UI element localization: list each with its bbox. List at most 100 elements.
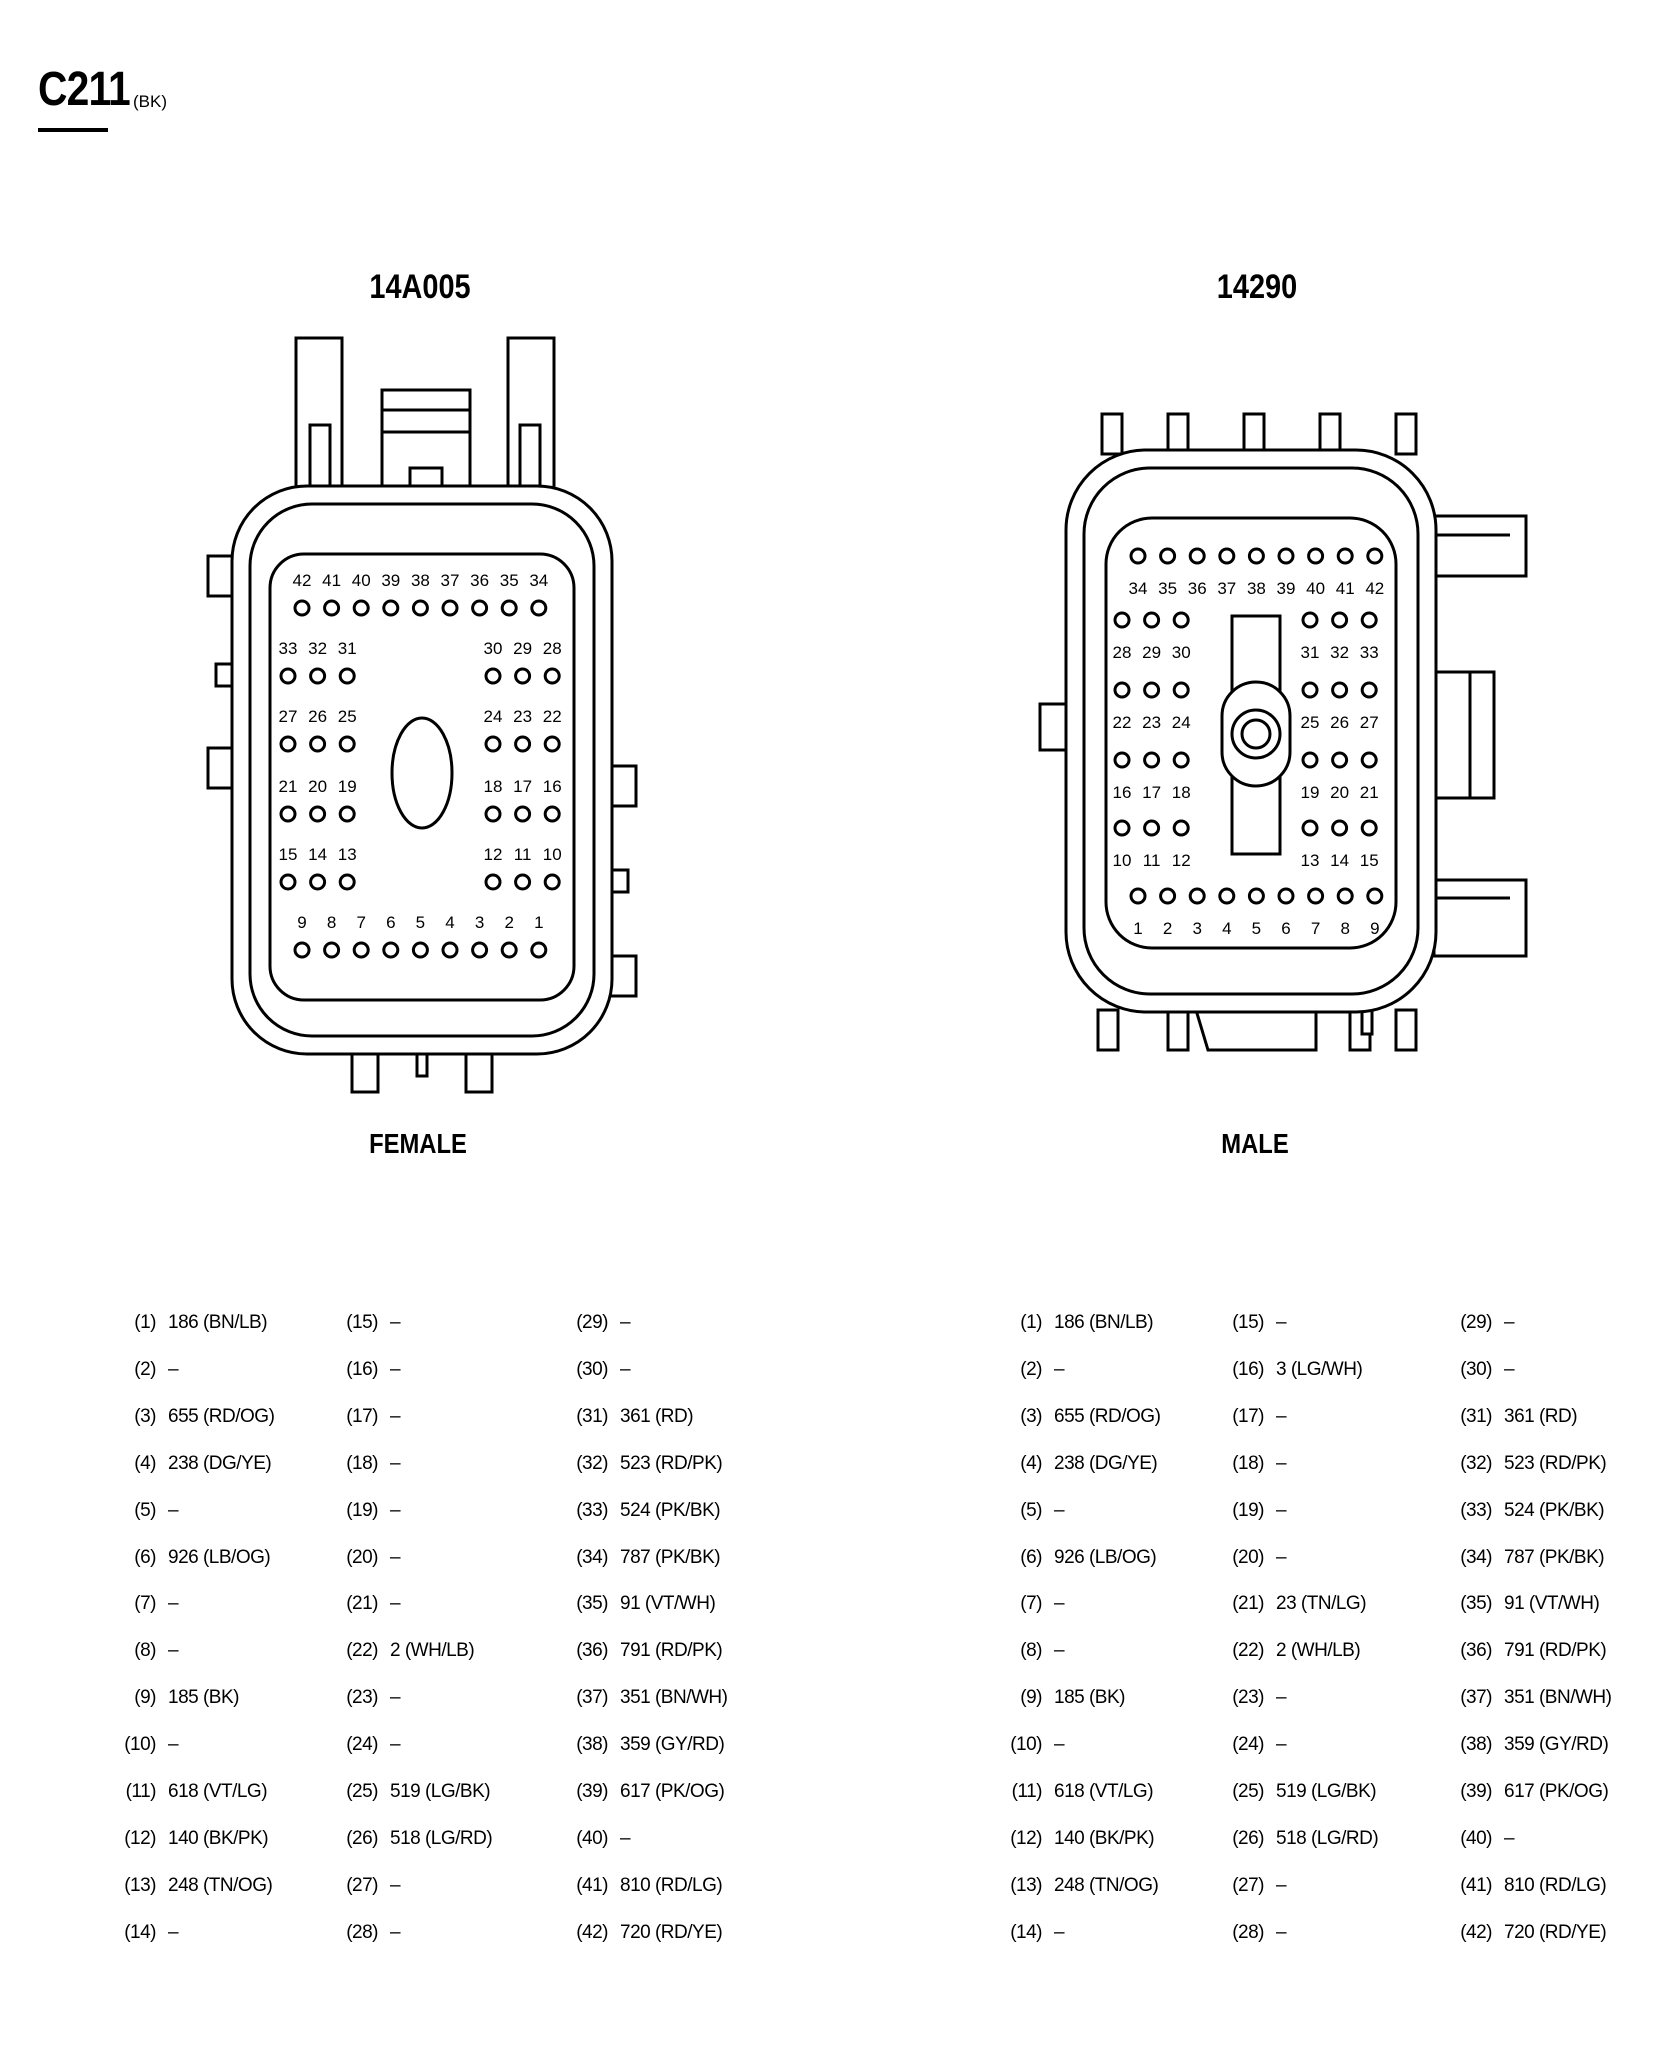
wire-circuit: 523 (RD/PK) bbox=[1504, 1452, 1607, 1474]
wire-circuit: 787 (PK/BK) bbox=[1504, 1546, 1605, 1568]
male-pin-cavity bbox=[1307, 887, 1325, 905]
female-pin-cavity bbox=[382, 599, 400, 617]
pin-number: (12) bbox=[1010, 1827, 1042, 1849]
male-pin-cavity bbox=[1301, 751, 1319, 769]
female-pinout-row: (40)– bbox=[574, 1828, 630, 1850]
wire-circuit: 618 (VT/LG) bbox=[168, 1781, 268, 1802]
wire-circuit: 140 (BK/PK) bbox=[168, 1827, 269, 1849]
pin-number: (23) bbox=[1232, 1687, 1264, 1709]
male-pin-cavity bbox=[1143, 611, 1161, 629]
female-pin-cavity bbox=[484, 735, 502, 753]
pin-number: (36) bbox=[576, 1640, 608, 1662]
male-pinout-row: (40)– bbox=[1458, 1828, 1514, 1850]
wire-circuit: 618 (VT/LG) bbox=[1054, 1781, 1154, 1802]
male-pinout-row: (22)2 (WH/LB) bbox=[1230, 1640, 1360, 1662]
pin-number: (13) bbox=[124, 1874, 156, 1896]
wire-circuit: 810 (RD/LG) bbox=[1504, 1874, 1607, 1896]
pin-number: (27) bbox=[346, 1874, 378, 1896]
wire-circuit: 3 (LG/WH) bbox=[1276, 1358, 1363, 1380]
wire-circuit: – bbox=[390, 1405, 401, 1427]
male-pin-cavity bbox=[1307, 547, 1325, 565]
female-pin-cavity bbox=[441, 599, 459, 617]
male-pin-cavity bbox=[1360, 751, 1378, 769]
female-pin-cavity bbox=[441, 941, 459, 959]
male-pin-label: 41 bbox=[1336, 579, 1355, 598]
male-pin-cavity bbox=[1188, 547, 1206, 565]
female-pin-cavity bbox=[411, 941, 429, 959]
female-pinout-row: (4)238 (DG/YE) bbox=[122, 1453, 272, 1475]
pin-number: (4) bbox=[1020, 1452, 1042, 1474]
wire-circuit: 351 (BN/WH) bbox=[620, 1687, 728, 1709]
wire-circuit: – bbox=[390, 1687, 401, 1709]
pin-number: (13) bbox=[1010, 1874, 1042, 1896]
male-pin-cavity bbox=[1172, 819, 1190, 837]
wire-circuit: – bbox=[168, 1734, 179, 1756]
female-pinout-row: (21)– bbox=[344, 1593, 400, 1615]
female-pinout-row: (30)– bbox=[574, 1359, 630, 1381]
male-pin-cavity bbox=[1113, 751, 1131, 769]
male-pin-cavity bbox=[1360, 819, 1378, 837]
male-pin-label: 4 bbox=[1222, 919, 1231, 938]
pin-number: (36) bbox=[1460, 1640, 1492, 1662]
wire-circuit: 518 (LG/RD) bbox=[1276, 1827, 1379, 1849]
pin-number: (7) bbox=[1020, 1593, 1042, 1615]
female-pinout-row: (32)523 (RD/PK) bbox=[574, 1452, 723, 1475]
female-pin-label: 14 bbox=[308, 845, 327, 864]
male-pinout-row: (25)519 (LG/BK) bbox=[1230, 1781, 1376, 1803]
female-pin-cavity bbox=[293, 599, 311, 617]
female-pin-label: 39 bbox=[381, 571, 400, 590]
pin-number: (29) bbox=[576, 1312, 608, 1333]
pin-number: (19) bbox=[1232, 1499, 1264, 1521]
male-pin-cavity bbox=[1143, 751, 1161, 769]
male-pinout-row: (34)787 (PK/BK) bbox=[1458, 1547, 1604, 1569]
pin-number: (24) bbox=[346, 1734, 378, 1756]
female-pin-cavity bbox=[279, 873, 297, 891]
female-pinout-row: (20)– bbox=[344, 1547, 400, 1569]
pin-number: (20) bbox=[346, 1546, 378, 1568]
female-pin-label: 33 bbox=[279, 639, 298, 658]
female-pinout-row: (9)185 (BK) bbox=[122, 1687, 239, 1709]
male-pin-cavity bbox=[1129, 887, 1147, 905]
female-pin-label: 6 bbox=[386, 913, 395, 932]
female-pinout-row: (1)186 (BN/LB) bbox=[122, 1312, 267, 1334]
male-pin-label: 22 bbox=[1113, 713, 1132, 732]
pin-number: (17) bbox=[1232, 1405, 1264, 1427]
male-pinout-row: (23)– bbox=[1230, 1687, 1286, 1709]
pin-number: (21) bbox=[1232, 1593, 1264, 1615]
female-pinout-row: (36)791 (RD/PK) bbox=[574, 1640, 723, 1662]
female-pin-label: 31 bbox=[338, 639, 357, 658]
female-pin-label: 7 bbox=[356, 913, 365, 932]
male-pin-label: 1 bbox=[1133, 919, 1142, 938]
pin-number: (14) bbox=[1010, 1921, 1042, 1943]
male-pin-label: 15 bbox=[1360, 851, 1379, 870]
male-pin-label: 27 bbox=[1360, 713, 1379, 732]
male-pinout-row: (2)– bbox=[1008, 1359, 1064, 1381]
male-pinout-row: (18)– bbox=[1230, 1453, 1286, 1475]
male-pin-cavity bbox=[1331, 611, 1349, 629]
female-pinout-row: (10)– bbox=[122, 1734, 178, 1756]
male-pinout-row: (41)810 (RD/LG) bbox=[1458, 1874, 1607, 1897]
male-pin-cavity bbox=[1188, 887, 1206, 905]
male-pin-label: 37 bbox=[1217, 579, 1236, 598]
pin-number: (42) bbox=[1460, 1921, 1492, 1943]
female-pinout-row: (28)– bbox=[344, 1922, 400, 1944]
pin-number: (33) bbox=[1460, 1499, 1492, 1521]
pin-number: (5) bbox=[134, 1499, 156, 1521]
female-pin-label: 16 bbox=[543, 777, 562, 796]
female-pinout-row: (42)720 (RD/YE) bbox=[574, 1921, 723, 1944]
female-pinout-row: (29)– bbox=[574, 1312, 630, 1334]
female-pin-label: 36 bbox=[470, 571, 489, 590]
female-pin-cavity bbox=[309, 805, 327, 823]
female-pin-label: 22 bbox=[543, 707, 562, 726]
wire-circuit: – bbox=[1276, 1312, 1287, 1333]
wire-circuit: 720 (RD/YE) bbox=[620, 1921, 723, 1943]
wire-circuit: – bbox=[390, 1499, 401, 1521]
wire-circuit: 787 (PK/BK) bbox=[620, 1546, 721, 1568]
pin-number: (32) bbox=[576, 1452, 608, 1474]
pin-number: (12) bbox=[124, 1827, 156, 1849]
wire-circuit: 2 (WH/LB) bbox=[1276, 1640, 1361, 1662]
pin-number: (3) bbox=[134, 1405, 156, 1427]
male-pinout-row: (39)617 (PK/OG) bbox=[1458, 1781, 1609, 1803]
pin-number: (33) bbox=[576, 1499, 608, 1521]
